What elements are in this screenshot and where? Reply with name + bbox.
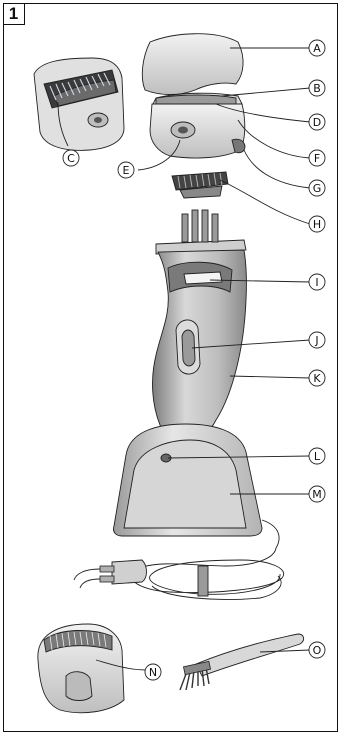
callout-h: H [309, 216, 325, 232]
callout-g: G [309, 180, 325, 196]
callout-letter: E [123, 164, 130, 177]
callout-i: I [309, 274, 325, 290]
charging-stand [113, 424, 279, 548]
callout-letter: I [315, 276, 318, 289]
callout-m: M [309, 486, 325, 502]
callout-letter: O [313, 644, 322, 657]
callout-letter: F [314, 152, 320, 165]
callout-j: J [309, 332, 325, 348]
shaving-head [150, 93, 245, 158]
callout-letter: H [313, 218, 321, 231]
inner-blade [172, 172, 228, 198]
callout-letter: L [314, 450, 321, 463]
callout-c: C [63, 150, 79, 166]
callout-letter: M [312, 488, 322, 501]
callout-f: F [309, 150, 325, 166]
foil-frame-closeup-inset [34, 58, 124, 150]
callout-k: K [309, 370, 325, 386]
trimmer-comb [38, 624, 124, 713]
shaver-body [153, 210, 247, 442]
callout-letter: C [67, 152, 75, 165]
cleaning-brush [180, 634, 304, 690]
callout-letter: A [313, 42, 321, 55]
callout-letter: D [313, 116, 321, 129]
callout-letter: B [313, 82, 321, 95]
protective-cap [142, 34, 243, 95]
callout-b: B [309, 80, 325, 96]
callout-a: A [309, 40, 325, 56]
callout-d: D [309, 114, 325, 130]
callout-l: L [309, 448, 325, 464]
callout-letter: K [313, 372, 321, 385]
callout-letter: N [149, 666, 157, 679]
callout-e: E [118, 162, 134, 178]
callout-letter: G [313, 182, 322, 195]
callout-n: N [145, 664, 161, 680]
callout-o: O [309, 642, 325, 658]
callout-letter: J [314, 334, 318, 347]
power-cord [74, 548, 284, 600]
